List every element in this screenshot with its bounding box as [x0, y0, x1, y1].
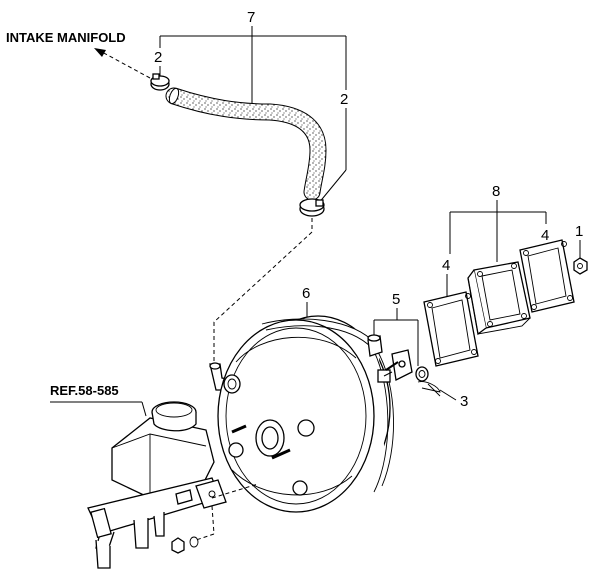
ref-58-585-label: REF.58-585	[50, 383, 119, 398]
callout-8: 8	[492, 183, 500, 200]
ref-leader	[141, 401, 147, 417]
callout-3: 3	[460, 393, 468, 410]
master-cylinder	[87, 401, 259, 569]
callout-5: 5	[392, 291, 400, 308]
brake-booster	[217, 315, 394, 513]
gasket-right	[519, 239, 575, 313]
callout-6: 6	[302, 285, 310, 302]
hose-connection-path	[213, 218, 313, 362]
vacuum-hose	[165, 87, 327, 201]
intake-direction-arrow	[94, 48, 151, 79]
callout-7: 7	[247, 9, 255, 26]
spacer-block	[467, 261, 531, 336]
gasket-left	[423, 291, 479, 367]
callout-4-right: 4	[541, 227, 549, 244]
nut	[573, 257, 588, 275]
leader-lines	[159, 26, 581, 401]
hose-clamp-upper	[150, 73, 170, 91]
clevis-assembly	[367, 334, 429, 382]
clip-pin	[417, 381, 441, 397]
callout-4-left: 4	[442, 257, 450, 274]
callout-2-top: 2	[154, 49, 162, 66]
callout-1: 1	[575, 223, 583, 240]
intake-manifold-label: INTAKE MANIFOLD	[6, 30, 126, 45]
hose-clamp-lower	[299, 198, 325, 217]
callout-2-lower: 2	[340, 91, 348, 108]
